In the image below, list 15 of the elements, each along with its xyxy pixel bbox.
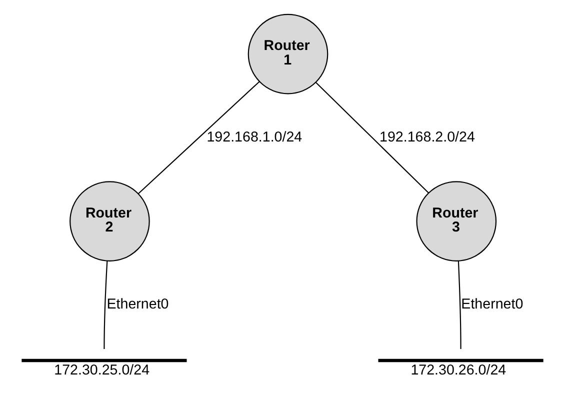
- node-circle: Router 3: [416, 181, 497, 262]
- edge-label: 192.168.1.0/24: [206, 129, 302, 146]
- connector: [458, 260, 462, 349]
- node-circle: Router 1: [248, 14, 328, 94]
- node-box: [22, 358, 187, 362]
- edge-label: Ethernet0: [461, 296, 524, 313]
- edge-label: 192.168.2.0/24: [380, 129, 475, 146]
- connector: [104, 260, 108, 349]
- node-circle: Router 2: [70, 181, 150, 262]
- connector: [138, 81, 260, 194]
- edge-label: Ethernet0: [106, 296, 169, 313]
- connector: [315, 82, 429, 194]
- node-label: 172.30.26.0/24: [410, 362, 506, 379]
- node-box: [378, 358, 544, 362]
- node-label: 172.30.25.0/24: [54, 362, 150, 379]
